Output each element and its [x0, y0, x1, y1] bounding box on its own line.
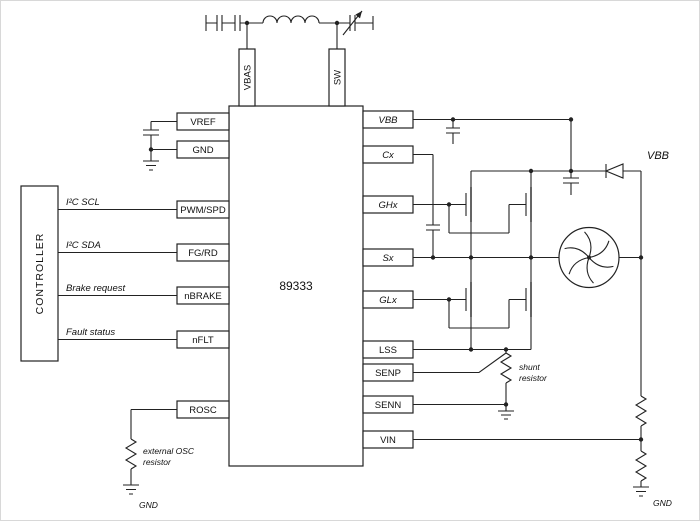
junction-dot — [468, 347, 474, 352]
ic-part-number: 89333 — [279, 279, 313, 293]
ext-osc-note-line1: external OSC — [143, 446, 195, 456]
controller-box — [20, 185, 59, 362]
input-capacitor-2 — [234, 15, 241, 31]
junction-dot — [446, 297, 452, 302]
shunt-note-line2: resistor — [519, 373, 548, 383]
pin-vin-label: VIN — [380, 435, 396, 446]
ground-symbol-vref — [143, 160, 159, 171]
controller-label: CONTROLLER — [34, 233, 46, 315]
vbb-pin-wire — [413, 118, 572, 171]
controller-block: CONTROLLER I²C SCL I²C SDA Brake request… — [20, 185, 177, 362]
left-pins: VREF GND PWM/SPD FG/RD nBRAKE nFLT ROSC — [176, 112, 230, 419]
pin-glx-label: GLx — [379, 295, 398, 306]
fan-blade — [588, 240, 610, 259]
input-capacitor-1 — [216, 15, 223, 31]
high-side-fet-left — [465, 171, 472, 258]
reverse-protection-diode — [604, 163, 624, 179]
pin-cx-label: Cx — [382, 150, 395, 161]
fan-motor — [558, 226, 644, 289]
signal-i2c-sda: I²C SDA — [66, 240, 101, 251]
pin-senn-label: SENN — [375, 400, 402, 411]
vin-divider: GND — [413, 395, 672, 508]
gnd-label-right: GND — [653, 498, 672, 508]
ground-symbol-rosc — [123, 484, 139, 495]
pin-sx-label: Sx — [382, 253, 394, 264]
pin-sw-box — [328, 48, 346, 107]
pin-lss-label: LSS — [379, 345, 397, 356]
pin-senp-label: SENP — [375, 368, 401, 379]
gate-drive-wires — [413, 202, 526, 329]
ext-osc-note-line2: resistor — [143, 457, 172, 467]
junction-dot — [638, 255, 644, 260]
top-power-network — [205, 10, 374, 49]
ground-symbol-divider — [633, 486, 649, 497]
buck-inductor — [262, 15, 320, 24]
ic-body — [228, 105, 364, 467]
pin-fgrd-label: FG/RD — [188, 248, 218, 259]
fan-hub — [587, 255, 591, 260]
vref-capacitor — [143, 129, 159, 136]
low-side-fet-left — [465, 257, 472, 350]
vref-gnd-wires — [150, 120, 177, 161]
mosfet-bridge — [465, 171, 532, 350]
junction-dot — [430, 255, 436, 260]
fan-blade — [564, 247, 590, 258]
vbb-rail-network: VBB — [413, 117, 669, 487]
pin-ghx-label: GHx — [379, 200, 399, 211]
ic-block: 89333 VBAS SW — [228, 48, 364, 467]
current-sense-network: shunt resistor — [413, 347, 548, 420]
pin-vref-label: VREF — [190, 117, 216, 128]
pin-rosc-label: ROSC — [189, 405, 217, 416]
divider-resistor-top — [634, 395, 648, 427]
vref-decoupling — [143, 120, 177, 171]
adjustable-arrowhead — [355, 11, 362, 19]
rosc-resistor — [124, 438, 138, 470]
glx-wire — [413, 298, 526, 329]
pin-pwmspd-label: PWM/SPD — [180, 205, 226, 216]
fan-blade — [586, 257, 594, 284]
fan-blade — [584, 231, 592, 258]
junction-dot — [568, 117, 574, 122]
vbb-supply-label: VBB — [647, 150, 669, 162]
top-pin-drops — [246, 23, 338, 49]
ground-symbol-sense — [498, 404, 514, 420]
low-side-fet-right — [525, 257, 532, 350]
cx-wires — [413, 153, 434, 258]
controller-signal-wires — [58, 208, 177, 341]
vbb-bypass-capacitor — [446, 127, 460, 134]
shunt-note-line1: shunt — [519, 362, 540, 372]
junction-dot — [638, 437, 644, 442]
shunt-resistor — [499, 352, 513, 384]
right-pins: VBB Cx GHx Sx GLx LSS SENP SENN VIN — [362, 110, 414, 449]
bulk-capacitor — [563, 177, 579, 184]
pin-vbas-label: VBAS — [243, 65, 254, 90]
gnd-label-left: GND — [139, 500, 158, 510]
pin-vbb-label: VBB — [378, 115, 398, 126]
signal-fault-status: Fault status — [66, 327, 115, 338]
high-side-fet-right — [525, 171, 532, 258]
pin-sw-label: SW — [333, 70, 344, 85]
junction-dot — [446, 202, 452, 207]
bootstrap-capacitor — [426, 224, 440, 231]
signal-i2c-scl: I²C SCL — [66, 197, 100, 208]
divider-resistor-bottom — [634, 450, 648, 482]
adjustable-capacitor — [349, 15, 356, 31]
phase-wire — [413, 255, 559, 260]
senp-wire — [413, 352, 507, 374]
rosc-network: external OSC resistor GND — [123, 408, 195, 510]
fan-blade — [588, 257, 614, 268]
pin-vbas-box — [238, 48, 256, 107]
ghx-wire — [413, 203, 526, 234]
rosc-wires — [130, 408, 177, 485]
fan-blades-icon — [564, 231, 614, 284]
pin-nbrake-label: nBRAKE — [184, 291, 222, 302]
junction-dot — [450, 117, 456, 122]
signal-brake-request: Brake request — [66, 283, 126, 294]
fan-blade — [568, 256, 590, 275]
bootstrap-network — [413, 153, 440, 258]
pin-gnd-label: GND — [192, 145, 213, 156]
pin-nflt-label: nFLT — [192, 335, 214, 346]
junction-dot — [148, 147, 154, 152]
